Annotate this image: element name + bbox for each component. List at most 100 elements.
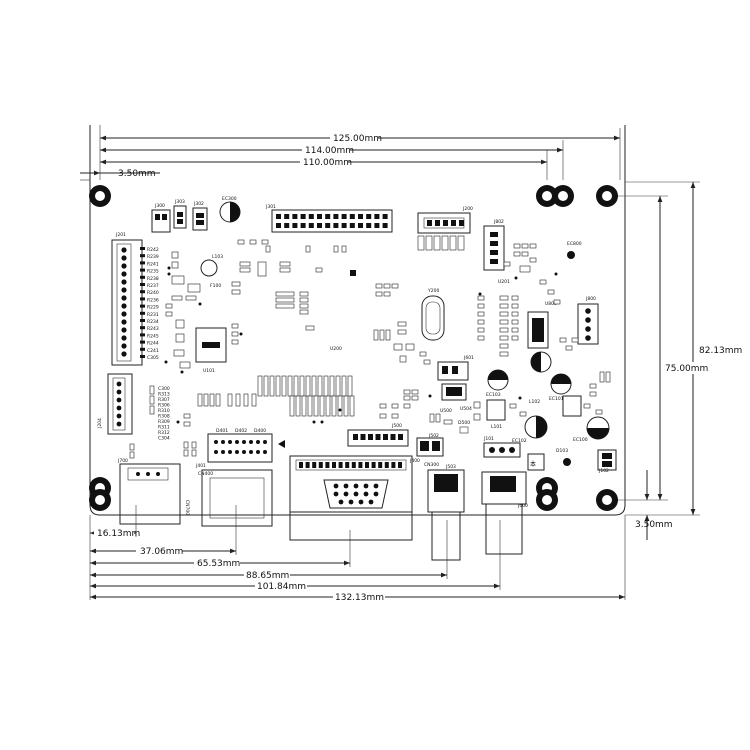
connector-j200: J200 [417, 206, 473, 234]
svg-text:J201: J201 [115, 232, 126, 238]
smd-part [473, 413, 481, 421]
smd-part [511, 319, 519, 325]
smd-pad [140, 254, 145, 258]
vga-pin [338, 499, 344, 505]
smd-part [231, 323, 239, 329]
smd-part [529, 257, 537, 263]
resistor-label: R238 [147, 276, 159, 282]
smd-part [411, 395, 419, 401]
smd-part [341, 245, 347, 253]
pin [121, 295, 127, 301]
smd-part [311, 375, 317, 397]
pin [263, 440, 267, 444]
svg-text:J301: J301 [265, 204, 276, 210]
smd-part [231, 281, 241, 287]
smd-part [275, 291, 295, 297]
pin [214, 450, 218, 454]
svg-text:J601: J601 [463, 355, 474, 361]
smd-part [553, 299, 561, 305]
svg-text:J502: J502 [428, 433, 439, 439]
vga-pin [348, 499, 354, 505]
smd-part [477, 335, 485, 341]
pin [235, 450, 239, 454]
dim-75: 75.00mm [665, 364, 708, 374]
smd-part [325, 395, 331, 417]
pin [384, 462, 389, 468]
smd-part [443, 419, 453, 425]
dim-125: 125.00mm [333, 134, 382, 144]
smd-part [457, 235, 465, 251]
pin [308, 214, 314, 219]
smd-part [477, 311, 485, 317]
pin [116, 421, 122, 427]
smd-part [589, 383, 597, 389]
mounting-holes [89, 185, 618, 511]
capacitor-ec101: EC101 [549, 373, 572, 402]
connector-j500: J500 [347, 423, 409, 447]
pin [333, 223, 339, 228]
pin [341, 214, 347, 219]
smd-part [419, 351, 427, 357]
connector-j300: J300 [151, 203, 171, 233]
smd-part [329, 375, 335, 397]
smd-part [405, 343, 415, 351]
capacitor-ec103: EC103 [486, 369, 509, 398]
pin [121, 319, 127, 325]
diode-labels: D401 D402 D400 U201 [216, 279, 510, 434]
pin [349, 214, 355, 219]
resistor-label: R234 [147, 319, 159, 325]
dim-65-53: 65.53mm [197, 559, 240, 569]
smd-part [251, 393, 257, 407]
smd-part [379, 413, 387, 419]
connector-j600: J600 [481, 471, 528, 555]
smd-part [129, 451, 135, 459]
resistor-label: C304 [158, 436, 170, 442]
svg-text:EC300: EC300 [222, 196, 237, 202]
svg-text:D402: D402 [235, 428, 247, 434]
pin [459, 220, 464, 226]
pin [490, 232, 498, 237]
smd-part [237, 239, 245, 245]
pin [292, 223, 298, 228]
svg-text:J400: J400 [409, 458, 420, 464]
connector-j204: J204 [97, 373, 133, 435]
smd-part [331, 395, 337, 417]
pin [249, 450, 253, 454]
svg-text:J800: J800 [585, 296, 596, 302]
smd-part [347, 375, 353, 397]
smd-part [519, 265, 531, 273]
smd-pad [140, 326, 145, 330]
smd-part [257, 261, 267, 277]
vga-pin [343, 491, 349, 497]
resistor-label: R312 [158, 430, 170, 436]
smd-part [499, 335, 509, 341]
smd-part [511, 295, 519, 301]
pin [121, 311, 127, 317]
pin [390, 434, 396, 440]
smd-part [379, 329, 385, 341]
smd-part [373, 329, 379, 341]
svg-text:U500: U500 [440, 408, 452, 414]
smd-pad [140, 275, 145, 279]
smd-part [499, 303, 509, 309]
smd-part [511, 311, 519, 317]
svg-text:EC103: EC103 [486, 392, 501, 398]
resistor-label: R313 [158, 392, 170, 398]
svg-text:EC800: EC800 [567, 241, 582, 247]
smd-part [499, 311, 509, 317]
resistor-label: R243 [147, 326, 159, 332]
via [428, 394, 432, 398]
via [167, 272, 171, 276]
smd-part [375, 291, 383, 297]
pin [427, 220, 432, 226]
smd-part [519, 411, 527, 417]
smd-part [319, 395, 325, 417]
smd-part [521, 251, 529, 257]
svg-text:J204: J204 [97, 418, 103, 429]
resistor-label: R242 [147, 247, 159, 253]
capacitor-ec102: EC102 [512, 415, 548, 444]
smd-part [433, 235, 441, 251]
vga-pin [368, 499, 374, 505]
pin [333, 214, 339, 219]
resistor-label: R236 [147, 297, 159, 303]
